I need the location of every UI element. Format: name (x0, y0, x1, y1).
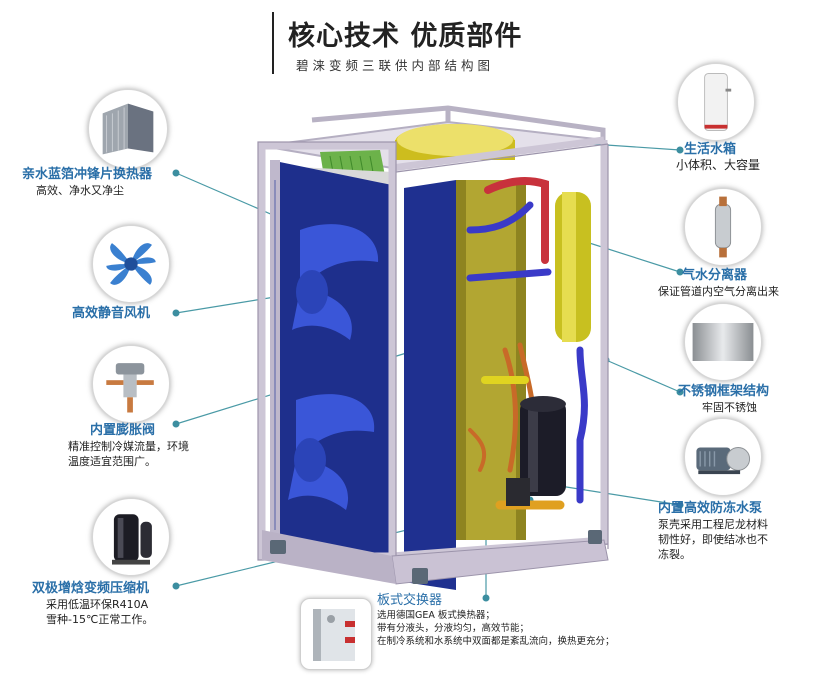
fan-icon (106, 243, 156, 285)
pump-desc-1: 泵壳采用工程尼龙材料 (658, 518, 768, 531)
expansion-valve-icon (106, 363, 154, 413)
water-tank-name: 生活水箱 (684, 142, 737, 157)
frame-label: 不锈钢框架结构 牢固不锈蚀 (678, 383, 769, 415)
plate-exchanger-desc-3: 在制冷系统和水系统中双面都是紊乱流向，换热更充分； (377, 636, 615, 647)
fan-label: 高效静音风机 (72, 305, 150, 322)
plate-exchanger-name: 板式交换器 (377, 593, 443, 608)
pump-name: 内置高效防冻水泵 (658, 501, 763, 516)
page-title: 核心技术 优质部件 (288, 21, 523, 52)
water-tank-desc: 小体积、大容量 (676, 158, 761, 172)
compressor-icon-circle (92, 498, 170, 576)
fan-name: 高效静音风机 (72, 306, 151, 321)
compressor-label: 双极增焓变频压缩机 采用低温环保R410A 雪种-15℃正常工作。 (32, 580, 153, 627)
water-pump-icon (696, 447, 751, 475)
finned-heat-exchanger-icon (102, 103, 154, 155)
pump-icon-circle (684, 418, 762, 496)
water-tank-label: 生活水箱 小体积、大容量 (676, 141, 760, 173)
frame-name: 不锈钢框架结构 (678, 384, 770, 399)
compressor-name: 双极增焓变频压缩机 (32, 581, 150, 596)
plate-exchanger-desc-1: 选用德国GEA 板式换热器； (377, 610, 495, 621)
heat-exchanger-desc: 高效、净水又净尘 (36, 184, 124, 197)
heat-exchanger-name: 亲水蓝箔冲锋片换热器 (22, 167, 153, 182)
pump-desc-3: 冻裂。 (658, 548, 691, 561)
pump-label: 内置高效防冻水泵 泵壳采用工程尼龙材料 韧性好，即使结冰也不 冻裂。 (658, 500, 768, 562)
frame-desc: 牢固不锈蚀 (702, 401, 757, 414)
separator-desc: 保证管道内空气分离出来 (658, 285, 779, 298)
plate-exchanger-icon-card (300, 598, 372, 670)
page-subtitle: 碧涞变频三联供内部结构图 (296, 58, 495, 73)
heat-exchanger-label: 亲水蓝箔冲锋片换热器 高效、净水又净尘 (22, 166, 152, 198)
separator-icon-circle (684, 188, 762, 266)
plate-exchanger-desc-2: 带有分液头，分液均匀，高效节能； (377, 623, 530, 634)
separator-name: 气水分离器 (682, 268, 748, 283)
water-tank-icon-circle (677, 63, 755, 141)
expansion-valve-label: 内置膨胀阀 精准控制冷媒流量，环境 温度适宜范围广。 (68, 422, 189, 469)
compressor-desc-2: 雪种-15℃正常工作。 (46, 613, 154, 626)
expansion-valve-desc-1: 精准控制冷媒流量，环境 (68, 440, 189, 453)
fan-blades (288, 224, 379, 510)
separator-label: 气水分离器 保证管道内空气分离出来 (658, 267, 779, 299)
expansion-valve-name: 内置膨胀阀 (90, 423, 156, 438)
plate-heat-exchanger-icon (313, 609, 355, 661)
stainless-steel-frame-icon (692, 323, 754, 361)
compressor-desc-1: 采用低温环保R410A (46, 598, 149, 611)
expansion-valve-desc-2: 温度适宜范围广。 (68, 455, 156, 468)
water-tank-icon (704, 73, 732, 131)
gas-water-separator-icon (714, 196, 732, 258)
heat-exchanger-icon-circle (88, 89, 168, 169)
header-divider (272, 12, 274, 74)
pump-desc-2: 韧性好，即使结冰也不 (658, 533, 768, 546)
expansion-valve-icon-circle (92, 345, 170, 423)
plate-exchanger-label: 板式交换器 选用德国GEA 板式换热器； 带有分液头，分液均匀，高效节能； 在制… (377, 592, 615, 648)
frame-icon-circle (684, 303, 762, 381)
fan-icon-circle (92, 225, 170, 303)
compressor-icon (112, 514, 152, 565)
